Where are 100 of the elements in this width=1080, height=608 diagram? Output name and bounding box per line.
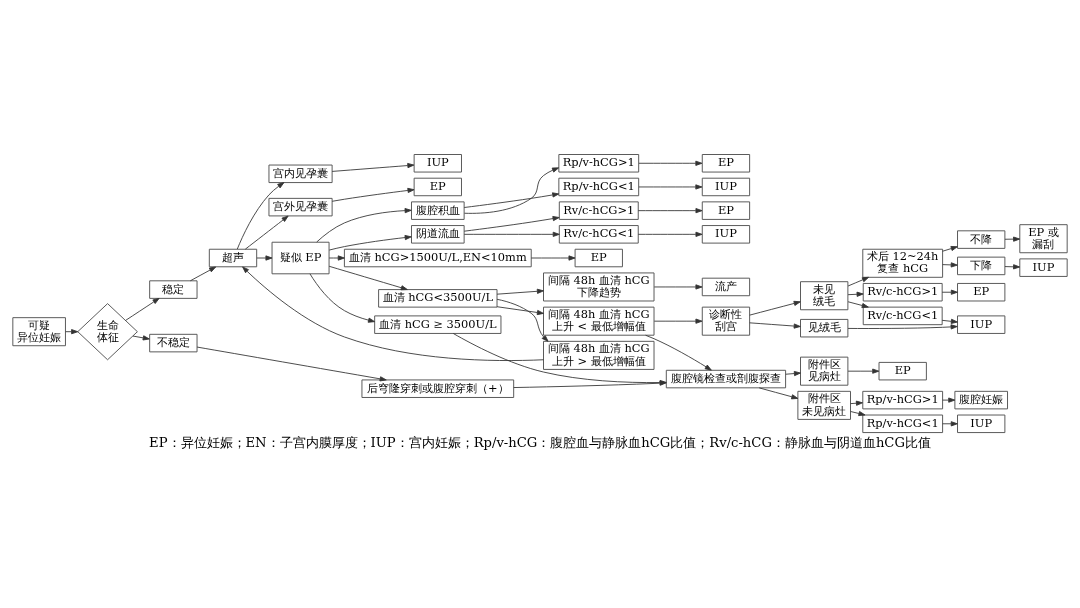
arrow — [496, 298, 549, 342]
node-box: 腹腔镜检查或剖腹探查 — [665, 369, 787, 388]
node-box: 腹腔妊娠 — [954, 390, 1008, 409]
node-box: 稳定 — [149, 279, 198, 299]
arrow — [942, 245, 958, 252]
node-box: 下降 — [957, 256, 1006, 275]
arrow — [65, 328, 79, 334]
arrow — [749, 321, 801, 329]
node-box: 术后 12~24h 复查 hCG — [862, 248, 944, 278]
arrow — [132, 334, 150, 340]
caption: EP：异位妊娠；EN：子宫内膜厚度；IUP：宫内妊娠；Rp/v-hCG：腹腔血与静脉血hCG比值；Rv/c-hCG：静脉血与阴道血hCG比值 — [149, 434, 931, 450]
node-box: 腹腔积血 — [411, 200, 465, 220]
node-box: IUP — [413, 153, 462, 173]
arrow — [496, 288, 544, 295]
node-box: 不稳定 — [149, 333, 198, 352]
arrow — [758, 386, 799, 399]
arrow — [785, 370, 801, 376]
arrow — [847, 368, 880, 374]
node-box: 宫外见孕囊 — [268, 197, 333, 216]
node-diamond: 生命体征 — [77, 302, 138, 360]
node-box: IUP — [1019, 257, 1068, 277]
node-box: Rp/v-hCG>1 — [558, 153, 640, 173]
arrow — [942, 420, 958, 426]
arrow — [530, 254, 576, 261]
node-box: 后穹隆穿刺或腹腔穿刺（+） — [361, 378, 515, 398]
arrow — [328, 265, 408, 290]
node-box: EP — [701, 153, 751, 173]
node-box: 疑似 EP — [271, 241, 330, 274]
node-box: 见绒毛 — [800, 318, 849, 337]
arrow — [125, 297, 160, 321]
node-box: 间隔 48h 血清 hCG 下降趋势 — [543, 271, 655, 301]
arrow — [942, 397, 956, 403]
arrow — [847, 291, 864, 297]
node-box: EP — [413, 177, 462, 196]
arrow — [189, 266, 217, 281]
node-box: Rp/v-hCG<1 — [862, 414, 944, 433]
arrow — [256, 254, 273, 261]
node-box: IUP — [957, 314, 1006, 334]
arrow — [749, 300, 801, 316]
arrow — [463, 215, 560, 232]
node-box: EP — [574, 248, 623, 267]
arrow — [942, 261, 958, 267]
arrow — [637, 231, 703, 237]
node-box: 间隔 48h 血清 hCG 上升 > 最低增幅值 — [543, 340, 655, 370]
arrow — [653, 283, 703, 290]
node-box: Rv/c-hCG<1 — [558, 224, 639, 244]
node-box: 不降 — [957, 229, 1006, 249]
arrow — [653, 318, 703, 324]
arrow — [645, 334, 712, 371]
node-box: IUP — [701, 177, 751, 196]
node-box: Rp/v-hCG<1 — [558, 177, 640, 196]
arrow — [331, 162, 415, 172]
node-box: Rp/v-hCG>1 — [862, 390, 944, 409]
node-box: 附件区未见病灶 — [797, 390, 851, 420]
node-box: 附件区见病灶 — [800, 356, 849, 386]
arrow — [638, 183, 703, 190]
node-box: 阴道流血 — [411, 224, 465, 244]
node-box: EP — [878, 361, 927, 380]
node-box: 血清 hCG<3500U/L — [378, 288, 498, 308]
node-box: EP — [701, 200, 751, 220]
arrow — [941, 318, 958, 324]
arrow — [316, 207, 412, 242]
arrow — [638, 160, 703, 166]
arrow — [244, 215, 289, 250]
node-box: 间隔 48h 血清 hCG 上升 < 最低增幅值 — [543, 306, 655, 336]
node-box: 血清 hCG>1500U/L,EN<10mm — [343, 248, 532, 267]
arrow — [463, 231, 560, 237]
node-box: 可疑异位妊娠 — [12, 316, 66, 346]
node-box: EP — [957, 282, 1006, 301]
arrow — [847, 276, 870, 286]
arrow — [196, 346, 387, 381]
arrow — [464, 166, 560, 214]
node-box: IUP — [701, 224, 751, 244]
node-box: 诊断性刮宫 — [701, 306, 751, 336]
arrow — [236, 181, 285, 249]
arrow — [941, 289, 958, 295]
arrow — [328, 234, 412, 250]
arrow — [1004, 263, 1021, 269]
arrow — [1004, 236, 1021, 242]
node-box: IUP — [957, 414, 1006, 433]
arrow — [496, 305, 544, 315]
arrow — [331, 187, 415, 202]
node-box: Rv/c-hCG<1 — [862, 306, 943, 325]
node-box: 血清 hCG ≥ 3500U/L — [374, 314, 502, 334]
node-box: Rv/c-hCG>1 — [862, 282, 943, 301]
arrow — [637, 207, 703, 213]
arrow — [850, 400, 863, 406]
arrow — [328, 254, 345, 261]
arrow — [850, 410, 866, 416]
arrow — [242, 266, 544, 361]
arrow — [463, 191, 560, 208]
node-box: EP 或漏刮 — [1019, 223, 1068, 253]
arrow — [847, 300, 869, 308]
node-box: Rv/c-hCG>1 — [558, 200, 639, 220]
arrow — [847, 323, 958, 329]
node-box: 流产 — [701, 277, 751, 296]
node-box: 超声 — [208, 248, 258, 267]
node-box: 宫内见孕囊 — [268, 164, 333, 183]
arrow — [309, 272, 376, 323]
node-box: 未见绒毛 — [800, 280, 849, 310]
